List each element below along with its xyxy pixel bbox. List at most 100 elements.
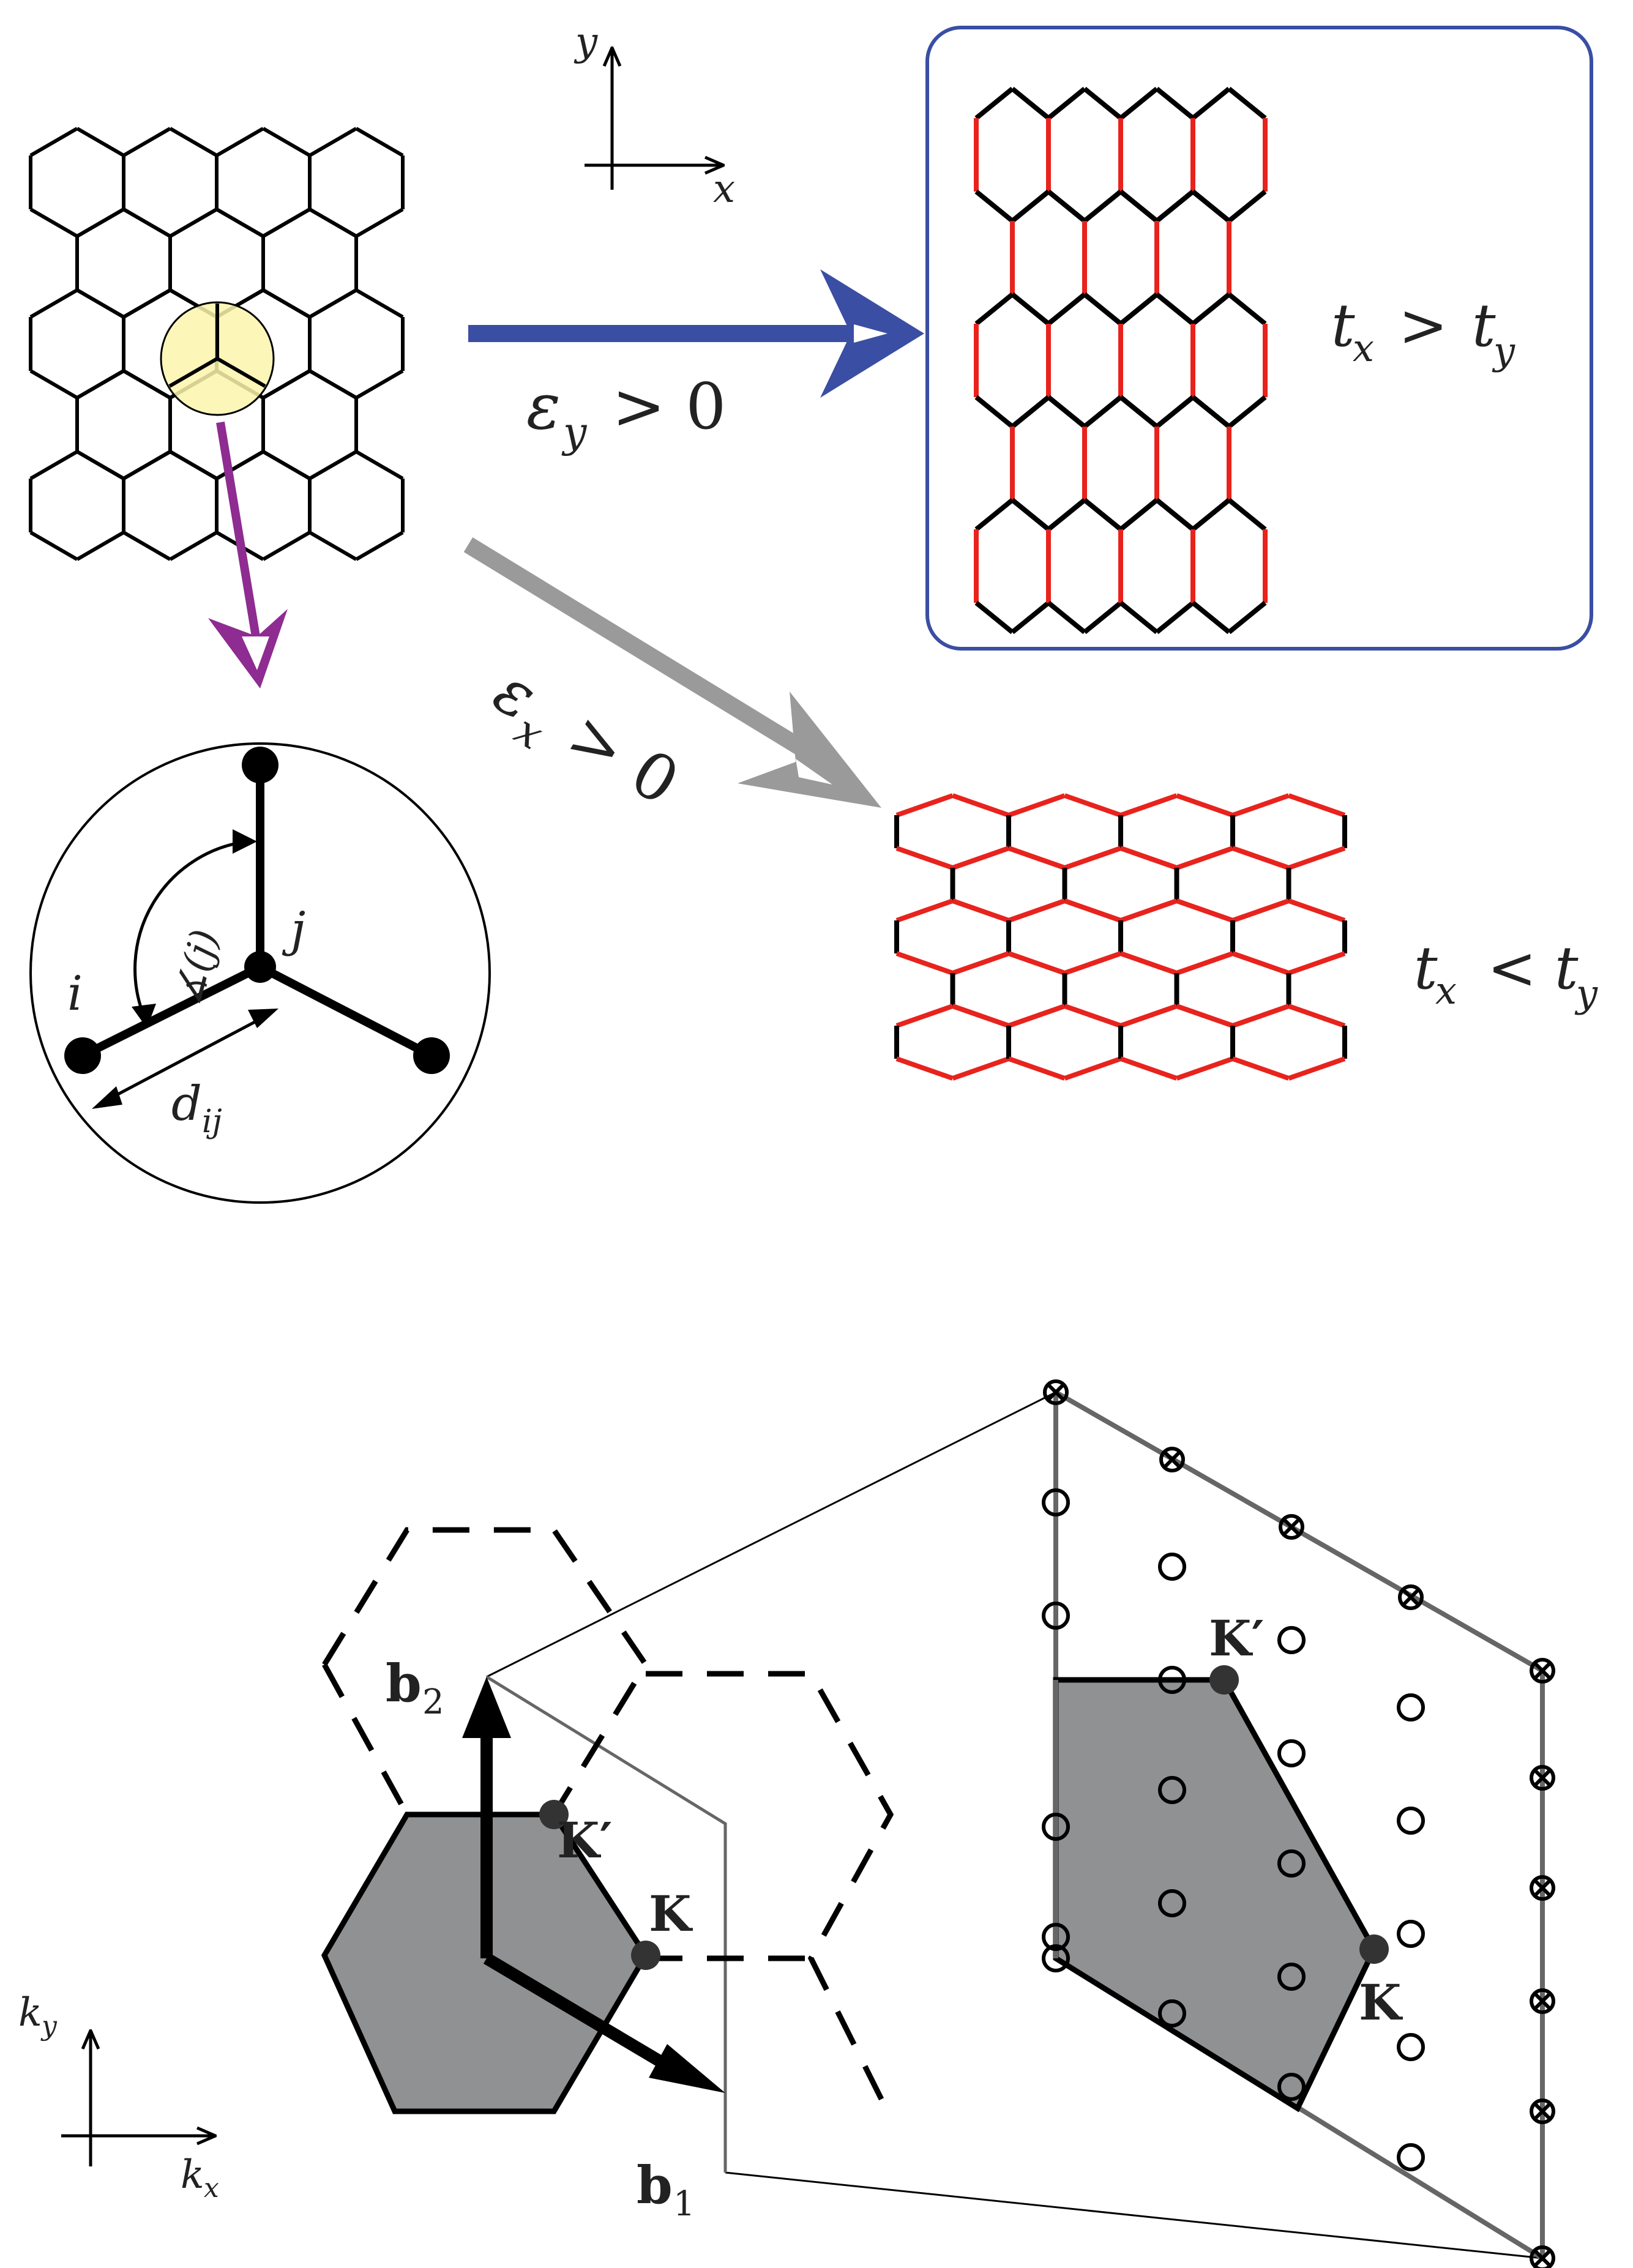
bond — [29, 531, 78, 561]
svg-text:t: t — [1331, 291, 1355, 360]
bond — [1231, 898, 1290, 923]
k-space-axes — [61, 2032, 214, 2166]
bond — [1007, 951, 1066, 975]
k-point — [1158, 1553, 1186, 1581]
bond — [974, 395, 1014, 429]
bond — [1231, 1004, 1290, 1028]
bond — [355, 531, 404, 561]
bond — [1083, 189, 1123, 223]
bond — [1083, 600, 1123, 635]
k-point — [1158, 1776, 1186, 1804]
bond — [262, 207, 311, 238]
bond — [1119, 86, 1159, 121]
bond — [76, 369, 125, 400]
bond — [1083, 86, 1123, 121]
svg-text:2: 2 — [422, 1682, 444, 1722]
label-tx-gt-ty: t x > t y — [1331, 291, 1515, 373]
bond — [1047, 395, 1086, 429]
bond — [122, 450, 171, 480]
bond — [895, 793, 954, 818]
bond — [1011, 498, 1050, 532]
strained-y-box — [925, 26, 1593, 651]
distance-label: d ij — [171, 1076, 222, 1140]
bond — [308, 288, 357, 319]
bond — [169, 531, 218, 561]
K-point-left — [631, 1941, 660, 1970]
bond — [1119, 189, 1159, 223]
k-point — [1158, 1889, 1186, 1917]
zoom-arrow — [208, 421, 288, 688]
svg-text:1: 1 — [673, 2184, 695, 2224]
bond — [122, 288, 171, 319]
boundary-k-point — [1530, 1658, 1555, 1684]
bond — [1119, 951, 1178, 975]
bond — [29, 127, 78, 157]
k-point — [1277, 1963, 1306, 1991]
bond — [952, 1004, 1010, 1028]
bond — [1176, 951, 1234, 975]
bond — [1231, 846, 1290, 870]
reciprocal-unit-cell — [485, 1675, 727, 2173]
bond — [974, 189, 1014, 223]
bond — [215, 127, 264, 157]
boundary-k-point — [1530, 1875, 1555, 1901]
bond — [1064, 846, 1122, 870]
bond — [1176, 898, 1234, 923]
boundary-k-point — [1159, 1447, 1185, 1472]
dashed-zone-edge — [646, 1671, 894, 2119]
bond — [308, 450, 357, 480]
k-point — [1277, 1626, 1306, 1654]
bond — [1176, 793, 1234, 818]
bond — [1155, 498, 1195, 532]
boundary-k-point — [1530, 2245, 1555, 2268]
bond — [895, 898, 954, 923]
bond — [76, 207, 125, 238]
bond — [1064, 951, 1122, 975]
bond — [1047, 600, 1086, 635]
Kprime-label-right: K′ — [1209, 1610, 1265, 1667]
bond — [308, 369, 357, 400]
k-point — [1397, 1807, 1425, 1835]
bond — [1064, 898, 1122, 923]
bond — [1227, 395, 1267, 429]
bond — [1288, 846, 1346, 870]
bond — [262, 369, 311, 400]
bond — [355, 288, 404, 319]
bond — [1191, 292, 1231, 326]
bond — [122, 127, 171, 157]
k-point — [1397, 2033, 1425, 2061]
svg-text:x: x — [204, 2173, 219, 2204]
bond — [974, 86, 1014, 121]
bond — [308, 207, 357, 238]
bond — [1064, 1056, 1122, 1081]
bond — [1007, 898, 1066, 923]
boundary-k-point-cross — [1162, 1450, 1182, 1469]
bond — [1288, 1004, 1346, 1028]
boundary-k-point-cross — [1533, 1661, 1552, 1680]
bond — [1227, 86, 1267, 121]
bond — [1288, 951, 1346, 975]
bond — [1011, 189, 1050, 223]
bond — [355, 369, 404, 400]
bond — [895, 846, 954, 870]
bond — [122, 207, 171, 238]
bond — [1288, 898, 1346, 923]
svg-text:>: > — [1399, 291, 1448, 360]
bond-detail-circle — [29, 742, 491, 1204]
bond — [1047, 86, 1086, 121]
svg-text:t: t — [1472, 291, 1496, 360]
k-point — [1277, 1849, 1306, 1878]
bond — [895, 1004, 954, 1028]
svg-text:ε: ε — [526, 369, 561, 444]
svg-text:d: d — [171, 1076, 202, 1132]
angle-label: ∡(j) — [165, 925, 227, 1009]
bond — [308, 531, 357, 561]
bond — [1007, 793, 1066, 818]
svg-text:> 0: > 0 — [555, 697, 692, 820]
dashed-zone-edge — [322, 1527, 649, 1816]
k-point — [1397, 1920, 1425, 1948]
unstrained-honeycomb-lattice — [29, 127, 405, 561]
bond — [1155, 86, 1195, 121]
boundary-k-point — [1398, 1584, 1424, 1610]
